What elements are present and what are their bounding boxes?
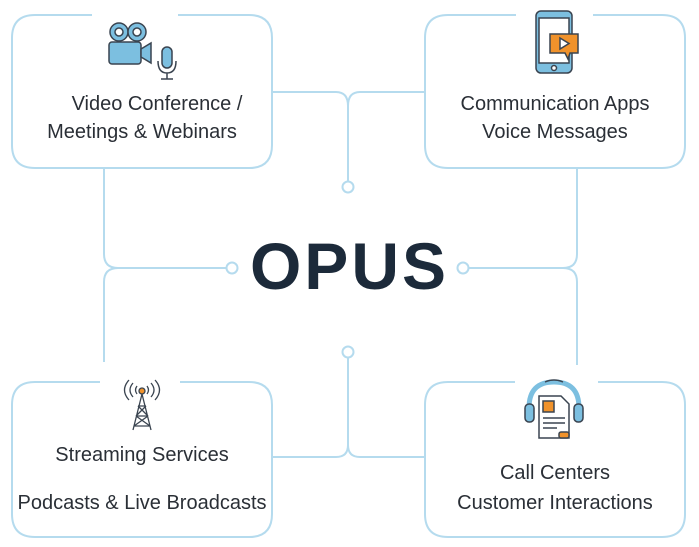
connector-left bbox=[103, 168, 226, 362]
node-comm-title: Communication Apps bbox=[460, 93, 650, 115]
node-video-title: Video Conference / bbox=[71, 93, 243, 115]
center-title: OPUS bbox=[249, 229, 450, 303]
connector-right bbox=[469, 168, 578, 365]
node-comm-subtitle: Voice Messages bbox=[482, 121, 628, 143]
node-dot-top bbox=[341, 180, 355, 194]
node-dot-left bbox=[225, 261, 239, 275]
broadcast-tower-icon bbox=[123, 379, 161, 431]
box-outline-call bbox=[424, 381, 686, 538]
video-camera-microphone-icon bbox=[108, 22, 177, 80]
node-call-centers: Call Centers Customer Interactions bbox=[425, 379, 685, 537]
node-stream-title: Streaming Services bbox=[55, 444, 229, 466]
connector-top bbox=[272, 91, 425, 181]
connector-bottom bbox=[272, 358, 425, 458]
node-video-conference: Video Conference / Meetings & Webinars bbox=[12, 15, 272, 168]
box-outline-video bbox=[11, 14, 273, 169]
node-dot-right bbox=[456, 261, 470, 275]
box-outline-comm bbox=[424, 14, 686, 169]
node-communication-apps: Communication Apps Voice Messages bbox=[425, 10, 685, 168]
headset-document-icon bbox=[524, 379, 584, 439]
smartphone-play-message-icon bbox=[535, 10, 579, 74]
node-call-title: Call Centers bbox=[499, 462, 611, 484]
node-dot-bottom bbox=[341, 345, 355, 359]
node-stream-subtitle: Podcasts & Live Broadcasts bbox=[17, 492, 267, 514]
node-call-subtitle: Customer Interactions bbox=[457, 492, 653, 514]
node-video-subtitle: Meetings & Webinars bbox=[47, 121, 237, 143]
box-outline-stream bbox=[11, 381, 273, 538]
node-streaming-services: Streaming Services Podcasts & Live Broad… bbox=[12, 379, 272, 537]
